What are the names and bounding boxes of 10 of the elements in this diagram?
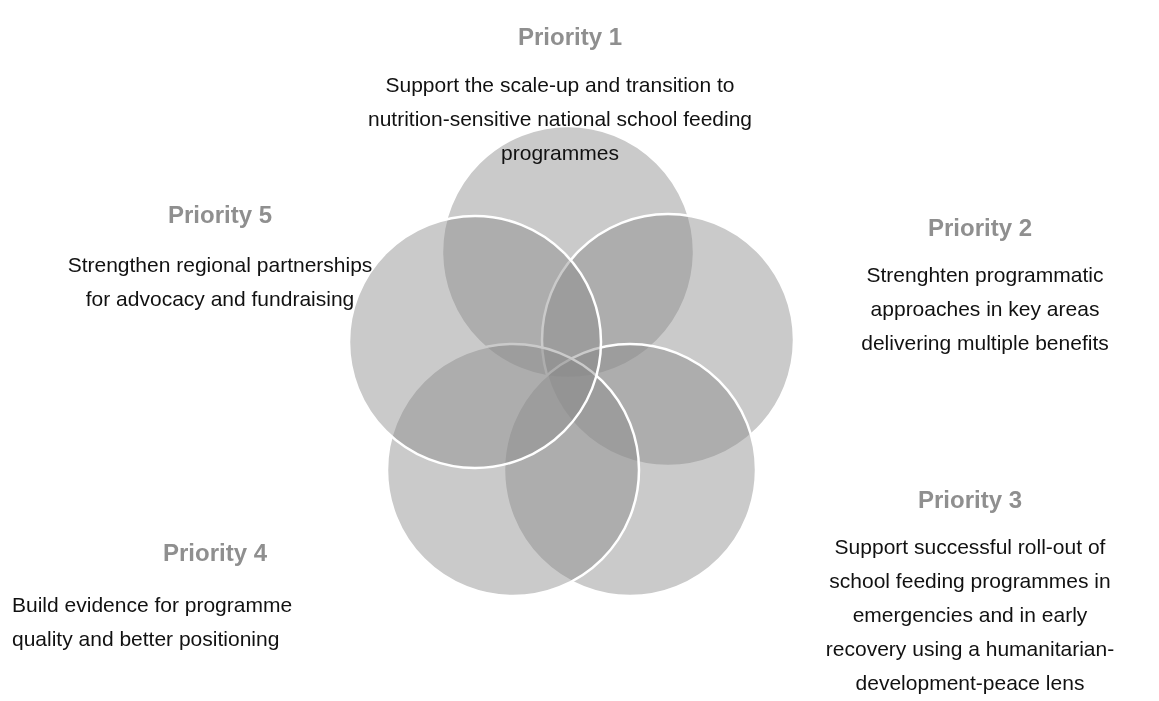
priority-heading: Priority 3	[916, 485, 1023, 515]
priority-heading: Priority 2	[926, 213, 1033, 243]
priority-heading: Priority 5	[166, 200, 273, 230]
priority-description: Strengthen regional partnerships for advocacy and fundraising	[66, 252, 374, 312]
priority-heading: Priority 4	[161, 538, 268, 568]
priority-description: Build evidence for programme quality and better positioning	[12, 592, 294, 652]
priority-heading: Priority 1	[516, 22, 623, 52]
priority-description: Support successful roll-out of school feeding programmes in emergencies and in early recovery using a humanitarian-development-peace lens	[824, 534, 1116, 696]
priority-description: Strenghten programmatic approaches in key areas delivering multiple benefits	[860, 262, 1110, 356]
priority-description: Support the scale-up and transition to nutrition-sensitive national school feeding programmes	[366, 72, 754, 166]
